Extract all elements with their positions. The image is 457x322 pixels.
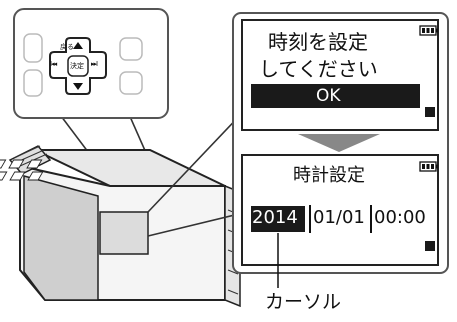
next-button-icon[interactable]: ▸▸I — [91, 60, 98, 68]
back-button-label: 戻る — [60, 43, 74, 51]
down-arrow-icon — [73, 83, 83, 90]
enter-button-label[interactable]: 決定 — [70, 62, 84, 70]
prev-button-icon[interactable]: I◂◂ — [50, 60, 57, 68]
date-field: 01/01 — [313, 207, 365, 228]
cursor-callout-label: カーソル — [265, 291, 342, 313]
button-inset — [13, 8, 169, 119]
prompt-line-2: してください — [259, 57, 378, 81]
battery-icon-top — [419, 25, 438, 36]
up-arrow-icon — [73, 42, 83, 49]
recorder-body — [0, 145, 241, 308]
ok-label: OK — [316, 86, 341, 106]
battery-icon-bottom — [419, 161, 438, 172]
year-field: 2014 — [252, 207, 298, 228]
arrow-down-icon — [298, 134, 380, 152]
clock-settings-title: 時計設定 — [293, 165, 365, 186]
screens-group — [232, 12, 449, 288]
time-field: 00:00 — [374, 207, 426, 228]
prompt-line-1: 時刻を設定 — [268, 30, 368, 54]
